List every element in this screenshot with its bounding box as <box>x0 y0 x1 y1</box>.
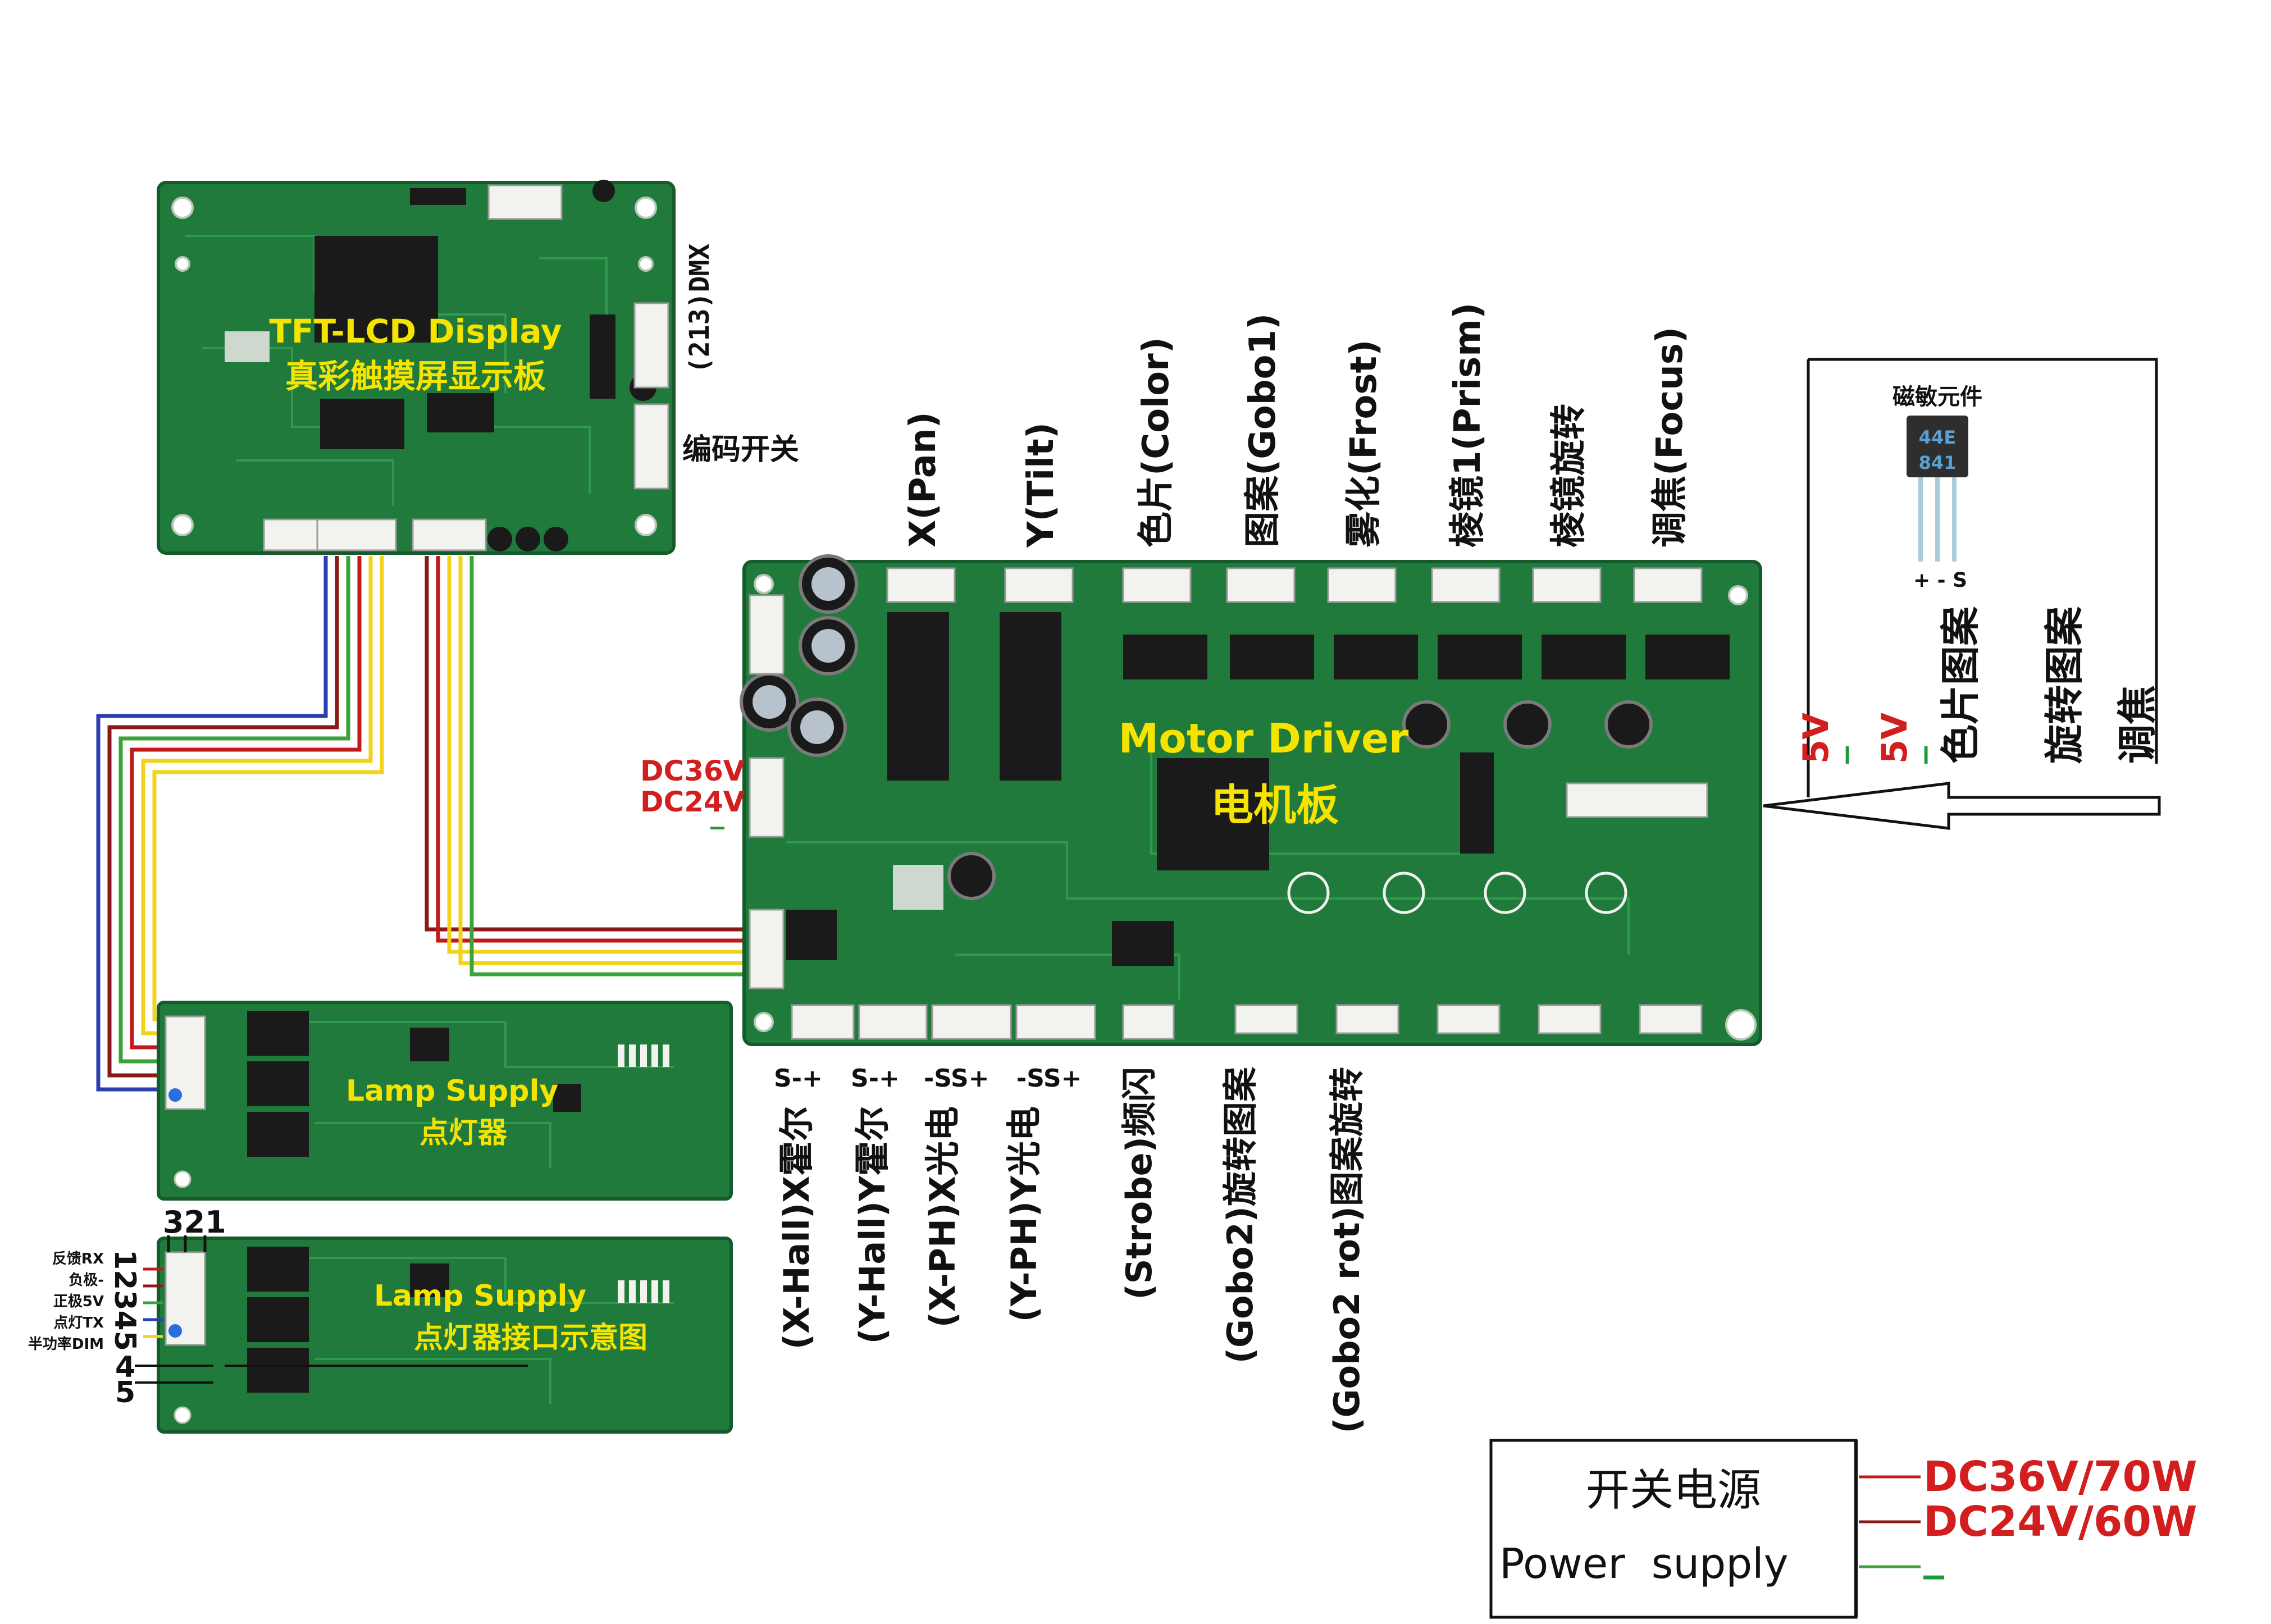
sensor-5v-1-dash: _ <box>1808 746 1849 764</box>
motor-board: Motor Driver 电机板 <box>740 554 1762 1046</box>
top-label-frost: 雾化(Frost) <box>1343 340 1385 548</box>
motor-board-label-en: Motor Driver <box>1119 715 1409 762</box>
bottom-label-y-ph: (Y-PH)Y光电 <box>1004 1106 1045 1322</box>
sensor-col-focus: 调焦 <box>2114 685 2160 764</box>
lamp2-pin-number-5: 5 <box>115 1376 135 1409</box>
power-supply: 开关电源 Power supply DC36V/70W DC24V/60W _ <box>1489 1439 2197 1619</box>
bottom-label-x-ph: (X-PH)X光电 <box>922 1106 963 1328</box>
top-label-prism: 棱镜1(Prism) <box>1447 303 1489 548</box>
sensor-5v-2: 5V <box>1874 713 1915 764</box>
bottom-label-strobe: (Strobe)频闪 <box>1119 1067 1160 1300</box>
wire-dark-red <box>107 556 339 1078</box>
wire-red <box>130 556 362 1050</box>
lamp2-pin-numbers-side: 12345 <box>108 1249 142 1351</box>
top-label-gobo1: 图案(Gobo1) <box>1242 313 1284 548</box>
wire-yellow-m <box>447 556 744 954</box>
sensor-title: 磁敏元件 <box>1892 384 1982 410</box>
pin-function-1: 反馈RX <box>52 1251 104 1267</box>
power-supply-title-en: Power supply <box>1499 1540 1789 1588</box>
power-out-gnd: _ <box>1923 1531 1944 1580</box>
pin-label-y-hall: S-+ <box>851 1064 900 1093</box>
sensor-col-color-gobo: 色片图案 <box>1937 606 1983 764</box>
power-supply-title-cn: 开关电源 <box>1586 1465 1761 1516</box>
top-connector-labels: X(Pan) Y(Tilt) 色片(Color) 图案(Gobo1) 雾化(Fr… <box>902 303 1691 548</box>
lamp2-pin-numbers-top: 321 <box>163 1205 226 1240</box>
wire-yellow <box>141 556 373 1035</box>
lamp2-label-cn: 点灯器接口示意图 <box>414 1321 647 1355</box>
pin-label-x-ph: -SS+ <box>924 1064 989 1093</box>
pin-function-2: 负极- <box>69 1272 104 1289</box>
wire-green-m <box>469 556 744 977</box>
lamp2-pin-number-4: 4 <box>115 1351 135 1384</box>
hall-chip-top-mark: 44E <box>1919 427 1956 448</box>
motor-power-in-gnd: _ <box>710 797 724 829</box>
display-board-label-en: TFT-LCD Display <box>269 312 562 350</box>
wire-dark-red-m1 <box>425 556 744 932</box>
wire-bundle-display-to-lamp <box>96 556 384 1092</box>
sensor-col-rot-gobo: 旋转图案 <box>2041 606 2087 764</box>
sensor-arrow <box>1763 782 2161 830</box>
wire-green <box>118 556 350 1064</box>
top-label-tilt: Y(Tilt) <box>1020 422 1062 548</box>
wire-blue <box>96 556 328 1092</box>
bottom-label-gobo2: (Gobo2)旋转图案 <box>1220 1066 1261 1363</box>
power-out-36v: DC36V/70W <box>1923 1453 2197 1501</box>
pin-label-x-hall: S-+ <box>774 1064 823 1093</box>
top-label-focus: 调焦(Focus) <box>1649 327 1691 548</box>
motor-power-in-36v: DC36V <box>640 755 745 787</box>
display-board-label-cn: 真彩触摸屏显示板 <box>285 357 546 395</box>
lamp-board-1: Lamp Supply 点灯器 <box>157 1001 733 1201</box>
top-label-pan: X(Pan) <box>902 412 944 548</box>
top-label-color: 色片(Color) <box>1136 337 1177 548</box>
pin-label-y-ph: -SS+ <box>1016 1064 1082 1093</box>
bottom-label-y-hall: (Y-Hall)Y霍尔 <box>852 1106 893 1344</box>
top-label-prism-rot: 棱镜旋转 <box>1548 404 1590 548</box>
hall-chip-pins: + - S <box>1913 569 1967 592</box>
display-encoder-label: 编码开关 <box>682 433 799 467</box>
lamp2-label-en: Lamp Supply <box>374 1279 586 1313</box>
hall-chip-bottom-mark: 841 <box>1919 452 1957 473</box>
wire-yellow-m2 <box>458 556 744 965</box>
motor-board-label-cn: 电机板 <box>1211 780 1339 830</box>
pin-function-5: 半功率DIM <box>28 1335 104 1353</box>
lamp1-label-cn: 点灯器 <box>419 1116 508 1150</box>
lamp-board-2: Lamp Supply 点灯器接口示意图 <box>135 1235 733 1434</box>
lamp2-pin-functions: 反馈RX 负极- 正极5V 点灯TX 半功率DIM <box>28 1251 104 1353</box>
bottom-pin-labels: S-+ S-+ -SS+ -SS+ <box>774 1064 1082 1093</box>
sensor-5v-2-dash: _ <box>1887 746 1928 764</box>
pin-function-3: 正极5V <box>53 1293 104 1310</box>
display-dmx-label: (213)DMX <box>684 244 715 373</box>
sensor-5v-1: 5V <box>1795 713 1836 764</box>
bottom-connector-labels: (X-Hall)X霍尔 (Y-Hall)Y霍尔 (X-PH)X光电 (Y-PH)… <box>776 1066 1367 1434</box>
bottom-label-gobo2-rot: (Gobo2 rot)图案旋转 <box>1326 1067 1367 1434</box>
wire-bundle-display-to-motor <box>425 556 744 977</box>
wire-red-m <box>436 556 744 943</box>
pin-function-4: 点灯TX <box>53 1314 104 1331</box>
power-out-24v: DC24V/60W <box>1923 1498 2197 1546</box>
bottom-label-x-hall: (X-Hall)X霍尔 <box>776 1106 817 1349</box>
hall-chip-body <box>1907 416 1968 477</box>
motor-power-in-24v: DC24V <box>640 786 745 818</box>
display-board: TFT-LCD Display 真彩触摸屏显示板 <box>157 180 676 555</box>
sensor-box: 磁敏元件 44E 841 + - S 5V _ 5V _ 色片图案 旋转图案 调… <box>1763 358 2161 830</box>
lamp1-label-en: Lamp Supply <box>346 1074 558 1108</box>
